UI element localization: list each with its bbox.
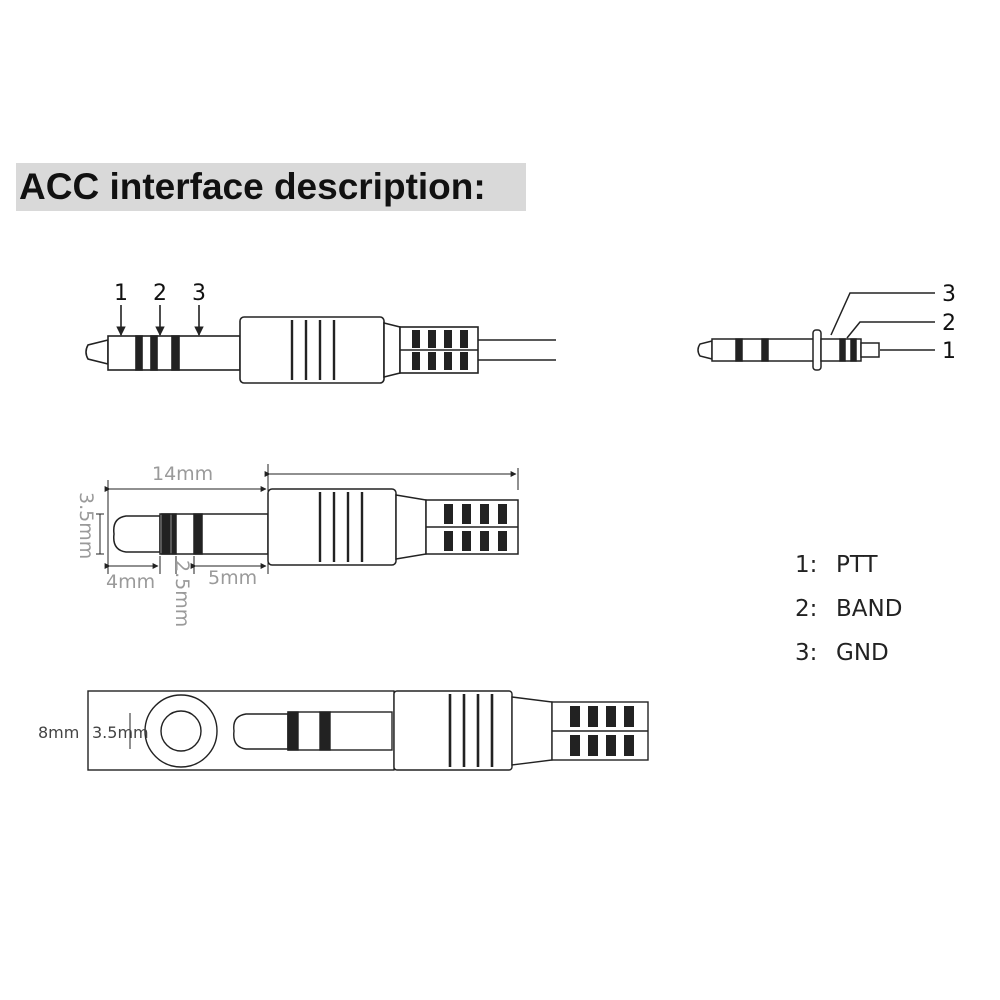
dim-housing-diameter: 8mm xyxy=(38,723,79,742)
dim-tip-length: 4mm xyxy=(106,571,155,593)
legend-name-ptt: PTT xyxy=(836,552,879,578)
legend-name-band: BAND xyxy=(836,596,902,622)
title-highlight xyxy=(16,163,526,211)
legend-num-2: 2: xyxy=(795,596,817,622)
side-plug xyxy=(697,292,935,371)
dim-housing-plug-diameter: 3.5mm xyxy=(92,723,149,742)
side-plug-label-1: 1 xyxy=(942,339,956,364)
legend-num-1: 1: xyxy=(795,552,817,578)
pin-legend: 1: PTT 2: BAND 3: GND xyxy=(795,552,902,666)
top-plug-label-3: 3 xyxy=(192,281,206,306)
dimension-lines xyxy=(96,464,519,574)
dimensioned-plug xyxy=(113,488,519,566)
top-plug-label-1: 1 xyxy=(114,281,128,306)
dim-total-length: 14mm xyxy=(152,463,213,485)
top-plug xyxy=(85,305,556,384)
dim-ring-gap: 2.5mm xyxy=(171,560,193,627)
housing-plug xyxy=(87,690,649,771)
page-title: ACC interface description: xyxy=(19,166,486,207)
legend-num-3: 3: xyxy=(795,640,817,666)
side-plug-label-3: 3 xyxy=(942,282,956,307)
dim-diameter: 3.5mm xyxy=(75,492,97,559)
dim-sleeve-length: 5mm xyxy=(208,567,257,589)
side-plug-label-2: 2 xyxy=(942,311,956,336)
top-plug-label-2: 2 xyxy=(153,281,167,306)
legend-name-gnd: GND xyxy=(836,640,889,666)
